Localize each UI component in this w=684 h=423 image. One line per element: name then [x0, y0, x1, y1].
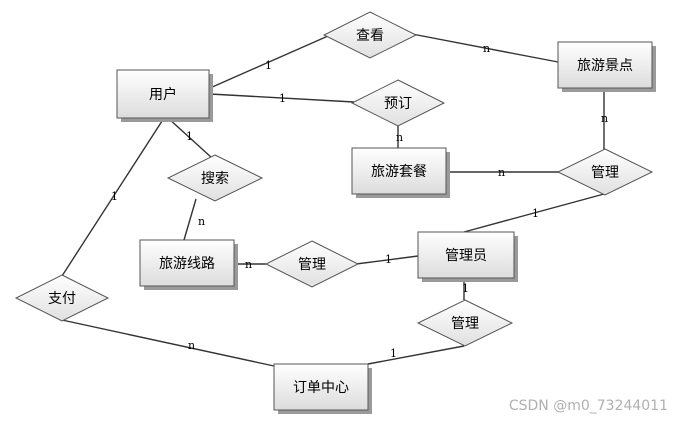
- card-user-pay: 1: [111, 190, 118, 203]
- watermark: CSDN @m0_73244011: [509, 398, 668, 414]
- relationship-view: 查看: [322, 11, 418, 59]
- edge-view-spot: [411, 33, 559, 63]
- card-route-manage: n: [245, 258, 252, 271]
- edge-user-search: [167, 117, 213, 159]
- card-user-book: 1: [279, 92, 286, 105]
- relationship-manage-order: 管理: [416, 299, 514, 347]
- card-view-spot: n: [483, 42, 490, 55]
- relationship-manage-order-label: 管理: [451, 316, 479, 332]
- edge-manage-admin-top: [463, 193, 605, 233]
- edge-manage-admin-mid: [355, 255, 419, 265]
- relationship-manage-package: 管理: [556, 148, 654, 196]
- relationship-manage-route-label: 管理: [298, 257, 326, 273]
- relationship-search-label: 搜索: [201, 170, 229, 187]
- edge-user-pay: [61, 117, 165, 277]
- entity-package-label: 旅游套餐: [371, 164, 427, 180]
- entity-user-label: 用户: [149, 86, 177, 103]
- card-spot-manage: n: [601, 112, 608, 125]
- edge-manage-order: [367, 345, 465, 365]
- relationship-pay: 支付: [14, 274, 110, 322]
- entity-package: 旅游套餐: [351, 147, 450, 198]
- card-package-manage: n: [498, 166, 505, 179]
- entity-admin: 管理员: [417, 231, 518, 282]
- entity-scenic-spot-label: 旅游景点: [577, 58, 633, 74]
- entity-user: 用户: [116, 69, 213, 122]
- cardinalities: 1 n 1 n 1 n n n 1 n 1 1 1 1 n: [111, 42, 608, 360]
- card-book-package: n: [396, 131, 403, 144]
- edge-user-book: [209, 93, 355, 103]
- card-user-search: 1: [186, 130, 193, 143]
- card-manage-admin-top: 1: [532, 207, 539, 220]
- card-manage-order: 1: [390, 347, 397, 360]
- relationship-book: 预订: [350, 79, 446, 127]
- entity-admin-label: 管理员: [445, 248, 487, 264]
- relationship-book-label: 预订: [384, 96, 412, 112]
- relationship-manage-route: 管理: [264, 240, 360, 288]
- card-user-view: 1: [265, 59, 272, 72]
- edge-user-view: [209, 35, 329, 89]
- card-manage-admin-mid: 1: [385, 253, 392, 266]
- card-admin-manage: 1: [462, 282, 469, 295]
- edge-pay-order: [61, 319, 275, 367]
- entity-order-center-label: 订单中心: [293, 380, 349, 396]
- entity-order-center: 订单中心: [273, 363, 372, 414]
- entity-route: 旅游线路: [139, 239, 238, 290]
- card-search-route: n: [198, 215, 205, 228]
- relationship-view-label: 查看: [356, 28, 384, 44]
- entity-scenic-spot: 旅游景点: [557, 41, 656, 92]
- relationship-pay-label: 支付: [48, 291, 76, 307]
- edge-search-route: [183, 198, 197, 241]
- card-pay-order: n: [188, 339, 195, 352]
- entity-route-label: 旅游线路: [159, 256, 215, 272]
- relationship-manage-package-label: 管理: [591, 165, 619, 181]
- relationship-search: 搜索: [166, 154, 264, 202]
